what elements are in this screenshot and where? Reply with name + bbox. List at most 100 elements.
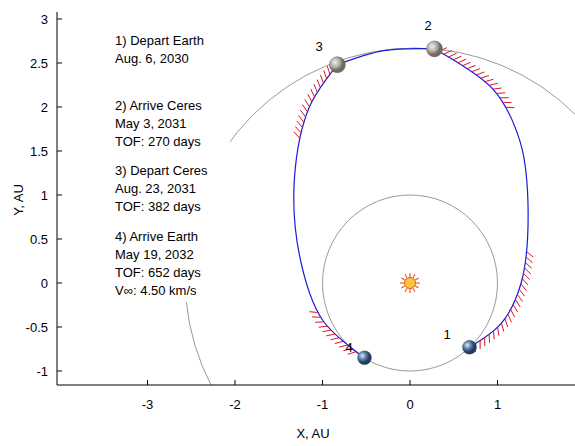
thrust-tick bbox=[489, 83, 498, 85]
thrust-tick bbox=[308, 94, 312, 102]
tick-mark bbox=[497, 380, 498, 385]
thrust-tick bbox=[485, 79, 493, 81]
thrust-tick bbox=[309, 311, 318, 313]
tick-mark bbox=[235, 380, 236, 385]
annotation-text: 2) Arrive Ceres bbox=[115, 98, 202, 113]
thrust-tick bbox=[484, 337, 485, 346]
callout-number: 4 bbox=[345, 340, 352, 355]
axis-title: X, AU bbox=[296, 426, 329, 441]
thrust-tick bbox=[527, 252, 534, 258]
sun-ray bbox=[400, 282, 404, 283]
axis-title: Y, AU bbox=[11, 184, 26, 216]
tick-mark bbox=[57, 327, 62, 328]
thrust-tick bbox=[472, 69, 480, 72]
thrust-tick bbox=[317, 80, 320, 88]
outbound-trajectory bbox=[435, 49, 529, 347]
tick-mark bbox=[57, 371, 62, 372]
thrust-tick bbox=[467, 65, 475, 68]
annotation-text: 4) Arrive Earth bbox=[115, 229, 198, 244]
sun-ray bbox=[415, 278, 418, 280]
thrust-tick bbox=[522, 279, 528, 285]
annotation-text: TOF: 652 days bbox=[115, 265, 201, 280]
earth-orbit bbox=[323, 195, 498, 371]
thrust-tick bbox=[331, 338, 339, 340]
tick-label: -1 bbox=[317, 397, 329, 412]
thrust-tick bbox=[513, 305, 517, 313]
tick-mark bbox=[57, 239, 62, 240]
sun-ray bbox=[405, 288, 407, 291]
thrust-tick bbox=[297, 121, 303, 128]
tick-mark bbox=[57, 151, 62, 152]
tick-label: -1 bbox=[36, 364, 48, 379]
thrust-tick bbox=[295, 126, 301, 132]
thrust-tick bbox=[524, 268, 530, 274]
earth-arrival bbox=[358, 351, 372, 365]
sun-ray bbox=[401, 286, 404, 288]
thrust-tick bbox=[506, 107, 515, 109]
annotation-text: 3) Depart Ceres bbox=[115, 163, 207, 178]
annotation-text: 1) Depart Earth bbox=[115, 33, 204, 48]
annotation-background bbox=[108, 24, 230, 302]
sun-ray bbox=[413, 274, 415, 277]
thrust-tick bbox=[300, 110, 305, 117]
thrust-tick bbox=[312, 316, 321, 317]
thrust-tick bbox=[453, 56, 461, 60]
ceres-departure bbox=[329, 57, 345, 73]
sun-ray bbox=[416, 282, 420, 283]
thrust-tick bbox=[324, 70, 327, 78]
sun-ray bbox=[415, 286, 418, 288]
earth-departure bbox=[463, 340, 477, 354]
tick-mark bbox=[410, 380, 411, 385]
thrust-tick bbox=[326, 334, 335, 336]
tick-label: -3 bbox=[142, 397, 154, 412]
tick-label: 0 bbox=[41, 276, 48, 291]
thrust-tick bbox=[526, 257, 533, 263]
tick-mark bbox=[57, 195, 62, 196]
stay-arc bbox=[337, 49, 434, 65]
ceres-orbit bbox=[185, 48, 575, 385]
thrust-tick bbox=[302, 105, 307, 112]
thrust-tick bbox=[525, 262, 531, 268]
thrust-tick bbox=[298, 116, 304, 123]
tick-label: 0.5 bbox=[30, 232, 48, 247]
tick-mark bbox=[57, 107, 62, 108]
thrust-tick bbox=[519, 289, 524, 296]
thrust-tick bbox=[315, 321, 324, 322]
return-trajectory bbox=[294, 65, 365, 358]
sun-ray bbox=[409, 273, 410, 277]
thrust-tick bbox=[493, 88, 502, 89]
tick-mark bbox=[57, 283, 62, 284]
thrust-tick bbox=[444, 50, 452, 54]
thrust-tick bbox=[503, 102, 512, 103]
thrust-tick bbox=[480, 340, 481, 349]
tick-label: 2 bbox=[41, 100, 48, 115]
callout-number: 2 bbox=[424, 18, 431, 33]
annotation-text: TOF: 382 days bbox=[115, 199, 201, 214]
thrust-tick bbox=[517, 294, 522, 301]
thrust-tick bbox=[327, 66, 330, 74]
thrust-tick bbox=[508, 314, 512, 322]
thrust-tick bbox=[294, 132, 300, 138]
thrust-tick bbox=[523, 273, 529, 279]
tick-mark bbox=[57, 19, 62, 20]
tick-mark bbox=[322, 380, 323, 385]
thrust-tick bbox=[449, 53, 457, 57]
thrust-tick bbox=[505, 319, 508, 327]
tick-label: 1.5 bbox=[30, 144, 48, 159]
annotation-text: Aug. 6, 2030 bbox=[115, 51, 189, 66]
thrust-tick bbox=[496, 92, 505, 94]
thrust-tick bbox=[498, 327, 499, 336]
tick-label: 1 bbox=[41, 188, 48, 203]
thrust-tick bbox=[493, 331, 495, 340]
tick-mark bbox=[147, 380, 148, 385]
sun-ray bbox=[413, 288, 415, 291]
thrust-tick bbox=[501, 323, 503, 331]
callout-number: 1 bbox=[443, 327, 450, 342]
ceres-arrival bbox=[427, 41, 443, 57]
callout-number: 3 bbox=[315, 39, 322, 54]
sun-ray bbox=[405, 274, 407, 277]
tick-label: -0.5 bbox=[26, 320, 48, 335]
thrust-tick bbox=[476, 72, 484, 75]
thrust-tick bbox=[511, 309, 515, 317]
